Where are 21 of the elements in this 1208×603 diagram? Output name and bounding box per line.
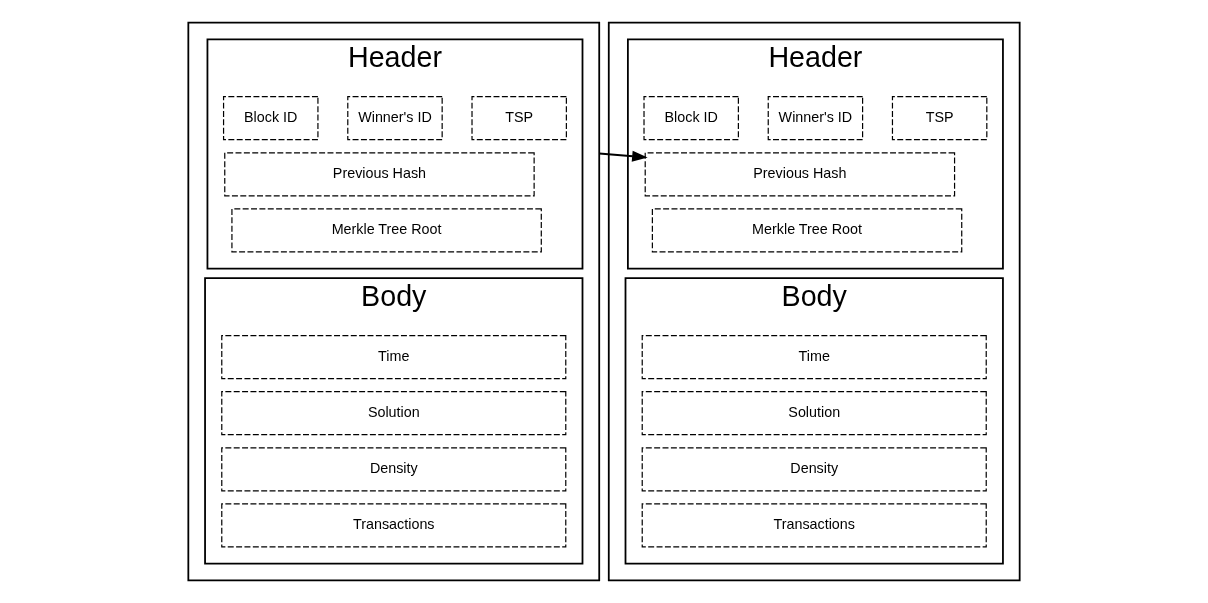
node-box: Merkle Tree Root (231, 208, 542, 253)
node-box: Merkle Tree Root (651, 208, 963, 253)
node-box: Block ID (222, 96, 319, 141)
node-box: Block ID (643, 96, 739, 141)
cluster (607, 21, 1021, 582)
node-box: Time (221, 334, 567, 380)
node-box: Transactions (221, 503, 567, 548)
arrow (598, 150, 648, 162)
node-box: Winner's ID (767, 96, 864, 141)
node-box: Density (221, 447, 567, 492)
node-box: TSP (891, 96, 988, 141)
node-box: Transactions (641, 503, 987, 548)
node-box: Winner's ID (347, 96, 443, 141)
node-box: Solution (221, 391, 567, 436)
node-box: Previous Hash (644, 152, 956, 197)
node-box: Previous Hash (224, 152, 535, 197)
node-box: Solution (641, 391, 987, 436)
node-box: Time (641, 334, 987, 380)
cluster (187, 21, 601, 582)
node-box: TSP (471, 96, 567, 141)
node-box: Density (641, 447, 987, 492)
